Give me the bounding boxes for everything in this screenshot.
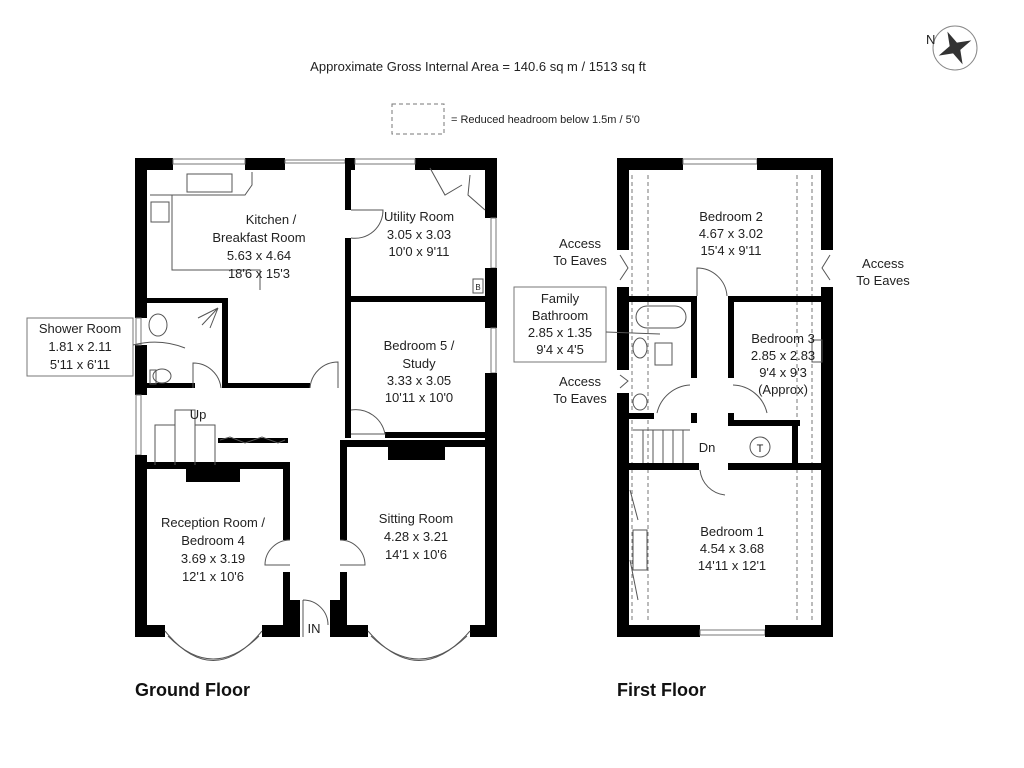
eaves-access-label-right: Access To Eaves xyxy=(856,256,910,288)
svg-text:9'4 x 9'3: 9'4 x 9'3 xyxy=(759,365,807,380)
svg-text:Breakfast Room: Breakfast Room xyxy=(212,230,305,245)
svg-text:Reception Room /: Reception Room / xyxy=(161,515,265,530)
room-label-sitting-room: Sitting Room 4.28 x 3.21 14'1 x 10'6 xyxy=(379,511,453,562)
tank-icon xyxy=(749,436,771,458)
kitchen-window xyxy=(172,158,246,165)
bathroom-callout-box xyxy=(513,286,607,363)
room-label-reception: Reception Room / Bedroom 4 3.69 x 3.19 1… xyxy=(161,515,265,584)
svg-text:14'11 x 12'1: 14'11 x 12'1 xyxy=(698,558,766,573)
reduced-headroom-legend-swatch xyxy=(391,103,445,135)
svg-text:Bathroom: Bathroom xyxy=(532,308,588,323)
svg-text:2.85 x 1.35: 2.85 x 1.35 xyxy=(528,325,592,340)
ground-floor-title: Ground Floor xyxy=(135,680,250,700)
stairs-down-label: Dn xyxy=(699,440,716,455)
sliding-door xyxy=(284,159,346,164)
svg-text:Bedroom 1: Bedroom 1 xyxy=(700,524,764,539)
svg-text:1.81 x 2.11: 1.81 x 2.11 xyxy=(48,339,111,354)
reduced-headroom-legend-text: = Reduced headroom below 1.5m / 5'0 xyxy=(451,114,640,126)
sitting-room-fireplace xyxy=(388,447,445,460)
svg-text:9'4 x 4'5: 9'4 x 4'5 xyxy=(536,342,584,357)
svg-text:Study: Study xyxy=(402,356,436,371)
room-label-shower-room: Shower Room 1.81 x 2.11 5'11 x 6'11 xyxy=(39,321,121,372)
ground-floor-plan: B xyxy=(26,158,497,661)
svg-text:14'1 x 10'6: 14'1 x 10'6 xyxy=(385,547,447,562)
svg-text:12'1 x 10'6: 12'1 x 10'6 xyxy=(182,569,244,584)
svg-text:To Eaves: To Eaves xyxy=(856,273,910,288)
stairs-up-label: Up xyxy=(190,407,207,422)
svg-text:10'0 x 9'11: 10'0 x 9'11 xyxy=(388,244,449,259)
svg-text:2.85 x 2.83: 2.85 x 2.83 xyxy=(751,348,815,363)
svg-text:Bedroom 3: Bedroom 3 xyxy=(751,331,815,346)
svg-text:15'4 x 9'11: 15'4 x 9'11 xyxy=(700,243,761,258)
hob-icon xyxy=(150,201,170,223)
svg-text:4.54 x 3.68: 4.54 x 3.68 xyxy=(700,541,764,556)
eaves-access-label-lower-left: Access To Eaves xyxy=(553,374,607,406)
svg-text:Family: Family xyxy=(541,291,580,306)
room-label-family-bathroom: Family Bathroom 2.85 x 1.35 9'4 x 4'5 xyxy=(528,291,592,357)
room-label-kitchen: Kitchen / Breakfast Room 5.63 x 4.64 18'… xyxy=(212,212,305,281)
compass-icon: N xyxy=(926,25,978,71)
svg-text:To Eaves: To Eaves xyxy=(553,391,607,406)
svg-text:Bedroom 4: Bedroom 4 xyxy=(181,533,245,548)
svg-text:Kitchen /: Kitchen / xyxy=(246,212,297,227)
reception-fireplace xyxy=(186,469,240,482)
boiler-label: B xyxy=(475,283,480,292)
front-door xyxy=(302,599,329,637)
svg-text:5.63 x 4.64: 5.63 x 4.64 xyxy=(227,248,291,263)
svg-text:Bedroom 5 /: Bedroom 5 / xyxy=(384,338,455,353)
shower-room-callout-box xyxy=(26,317,134,377)
svg-text:(Approx): (Approx) xyxy=(758,382,808,397)
svg-text:5'11 x 6'11: 5'11 x 6'11 xyxy=(50,357,110,372)
first-floor-title: First Floor xyxy=(617,680,706,700)
bath-icon xyxy=(635,305,687,329)
first-floor-plan: T xyxy=(513,158,833,637)
svg-text:Access: Access xyxy=(862,256,904,271)
svg-text:Bedroom 2: Bedroom 2 xyxy=(699,209,763,224)
room-label-bedroom-5: Bedroom 5 / Study 3.33 x 3.05 10'11 x 10… xyxy=(384,338,455,405)
svg-text:3.33 x 3.05: 3.33 x 3.05 xyxy=(387,373,451,388)
room-label-utility: Utility Room 3.05 x 3.03 10'0 x 9'11 xyxy=(384,209,454,259)
room-label-bedroom-3: Bedroom 3 2.85 x 2.83 9'4 x 9'3 (Approx) xyxy=(751,331,815,397)
tank-label: T xyxy=(757,443,764,455)
svg-text:4.28 x 3.21: 4.28 x 3.21 xyxy=(384,529,448,544)
room-label-bedroom-2: Bedroom 2 4.67 x 3.02 15'4 x 9'11 xyxy=(699,209,763,258)
svg-text:Shower Room: Shower Room xyxy=(39,321,121,336)
eaves-access-label-upper-left: Access To Eaves xyxy=(553,236,607,268)
svg-text:Utility Room: Utility Room xyxy=(384,209,454,224)
entrance-label: IN xyxy=(308,621,321,636)
svg-text:18'6 x 15'3: 18'6 x 15'3 xyxy=(228,266,290,281)
svg-text:Sitting Room: Sitting Room xyxy=(379,511,453,526)
svg-text:3.69 x 3.19: 3.69 x 3.19 xyxy=(181,551,245,566)
svg-text:3.05 x 3.03: 3.05 x 3.03 xyxy=(387,227,451,242)
room-label-bedroom-1: Bedroom 1 4.54 x 3.68 14'11 x 12'1 xyxy=(698,524,766,573)
svg-text:Access: Access xyxy=(559,374,601,389)
svg-text:To Eaves: To Eaves xyxy=(553,253,607,268)
utility-window xyxy=(354,158,416,165)
gross-area-text: Approximate Gross Internal Area = 140.6 … xyxy=(310,59,646,74)
sink-icon xyxy=(186,173,233,193)
svg-text:Access: Access xyxy=(559,236,601,251)
compass-north-label: N xyxy=(926,32,935,47)
svg-text:4.67 x 3.02: 4.67 x 3.02 xyxy=(699,226,763,241)
svg-text:10'11 x 10'0: 10'11 x 10'0 xyxy=(385,390,453,405)
